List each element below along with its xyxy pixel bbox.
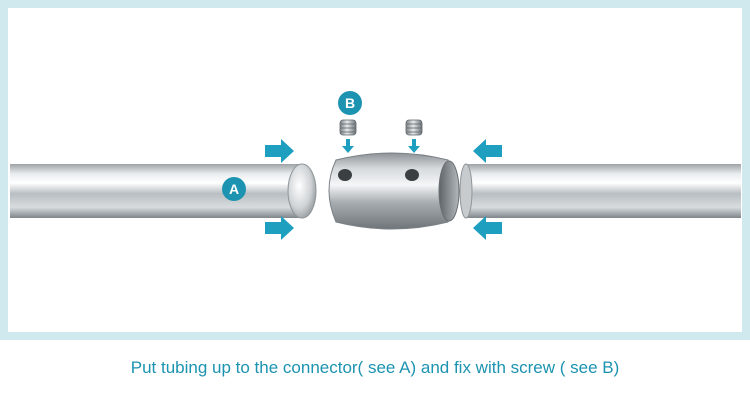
badge-b: B <box>338 91 362 115</box>
left-tube <box>10 163 317 219</box>
screw-hole-right <box>405 169 419 181</box>
instruction-caption: Put tubing up to the connector( see A) a… <box>130 358 620 377</box>
badge-a: A <box>222 177 246 201</box>
arrow-left-icon <box>473 139 502 163</box>
right-tube <box>459 163 741 219</box>
set-screw-right <box>405 119 423 136</box>
badge-a-label: A <box>229 181 239 197</box>
set-screw-left <box>339 119 357 136</box>
arrow-down-icon <box>408 139 420 153</box>
arrow-right-icon <box>265 216 294 240</box>
assembly-illustration: A B <box>10 91 741 240</box>
arrow-down-icon <box>342 139 354 153</box>
arrow-left-icon <box>473 216 502 240</box>
badge-b-label: B <box>345 95 355 111</box>
screw-hole-left <box>338 169 352 181</box>
connector-sleeve <box>328 152 460 230</box>
arrow-right-icon <box>265 139 294 163</box>
